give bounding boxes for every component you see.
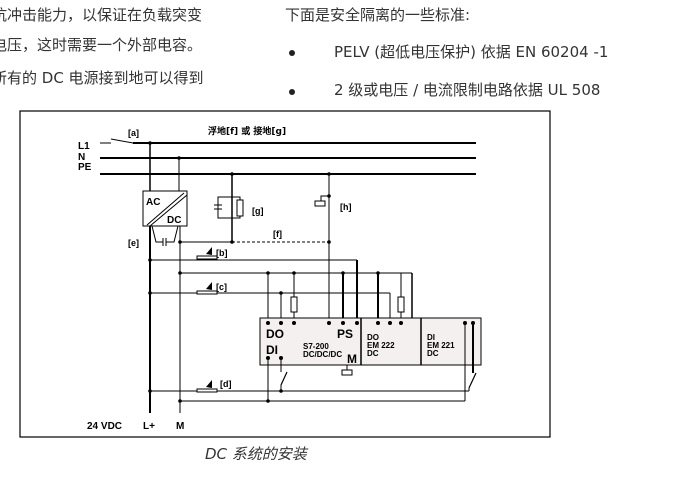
psu-diagonal (146, 192, 185, 226)
breaker-c-body (196, 290, 218, 295)
node (230, 172, 234, 176)
breaker-c-lever (206, 282, 212, 290)
supply-plus-label: L+ (143, 421, 155, 432)
node (327, 172, 331, 176)
breaker-b-lever (206, 247, 212, 255)
cpu-s7-200 (259, 317, 362, 366)
em222-line1: DO (367, 333, 379, 342)
standard-pelv: PELV (超低电压保护) 依据 EN 60204 -1 (334, 43, 609, 61)
switch-a (110, 138, 134, 144)
ground-option-label: 浮地[f] 或 接地[g] (208, 125, 286, 137)
cpu-top-terminals (266, 321, 475, 360)
em221-line2: EM 221 (427, 341, 455, 350)
breaker-b-body (196, 255, 218, 260)
ground-h-lead (320, 195, 329, 201)
bus-label-l1: L1 (78, 141, 90, 152)
marker-e: [e] (128, 238, 139, 248)
marker-g: [g] (252, 206, 264, 216)
rc-resistor-wire (232, 196, 241, 200)
marker-h: [h] (340, 202, 352, 212)
marker-b: [b] (216, 248, 228, 258)
em222-line3: DC (367, 349, 379, 358)
diagram-frame (19, 110, 551, 438)
psu-output-plus (151, 225, 163, 243)
left-text-line-1: 抗冲击能力，以保证在负载突变 (0, 6, 203, 24)
psu-output-minus (166, 225, 179, 243)
node (148, 141, 152, 145)
di-switch (280, 371, 288, 386)
node (148, 389, 152, 393)
load-resistor-1 (290, 296, 298, 313)
node (178, 271, 182, 275)
cpu-di-label: DI (266, 343, 278, 357)
node (148, 291, 152, 295)
cpu-ps-label: PS (337, 327, 353, 341)
em222-line2: EM 222 (367, 341, 395, 350)
em221-module (420, 317, 482, 366)
supply-minus-label: M (176, 421, 184, 432)
standard-ul508: 2 级或电压 / 电流限制电路依据 UL 508 (334, 81, 601, 99)
breaker-d-lever (206, 380, 212, 388)
breaker-d-body (196, 388, 218, 393)
marker-c: [c] (216, 282, 227, 292)
cpu-m-label: M (347, 352, 357, 366)
bus-label-n: N (78, 152, 85, 163)
em221-line3: DC (427, 349, 439, 358)
em222-module (360, 317, 422, 366)
marker-f: [f] (273, 229, 282, 239)
load-resistor-2 (397, 296, 405, 313)
left-text-line-2: 电压，这时需要一个外部电容。 (0, 36, 203, 54)
node (177, 156, 181, 160)
bullet-1 (289, 50, 295, 56)
left-text-line-3: 所有的 DC 电源接到地可以得到 (0, 69, 204, 87)
cpu-model-label: S7-200 (303, 342, 329, 351)
supply-voltage-label: 24 VDC (87, 421, 122, 432)
psu-diagonal (149, 194, 188, 227)
node (148, 258, 152, 262)
node (327, 240, 331, 244)
cpu-ground-symbol (341, 369, 353, 376)
cpu-do-label: DO (266, 327, 284, 341)
marker-d: [d] (220, 379, 232, 389)
figure-caption: DC 系统的安装 (205, 445, 307, 463)
ground-h-symbol (314, 200, 326, 207)
rc-capacitor-wire (217, 196, 232, 219)
em221-line1: DI (427, 333, 435, 342)
psu-dc-label: DC (167, 215, 181, 226)
bus-label-pe: PE (78, 162, 92, 173)
safety-intro: 下面是安全隔离的一些标准: (285, 6, 471, 24)
cpu-type-label: DC/DC/DC (303, 350, 342, 359)
marker-a: [a] (128, 128, 139, 138)
bullet-2 (289, 89, 295, 95)
resistor-g (236, 199, 244, 217)
node (178, 399, 182, 403)
em221-switch (468, 372, 477, 389)
psu-ac-label: AC (146, 197, 160, 208)
rc-resistor-wire (232, 216, 241, 219)
